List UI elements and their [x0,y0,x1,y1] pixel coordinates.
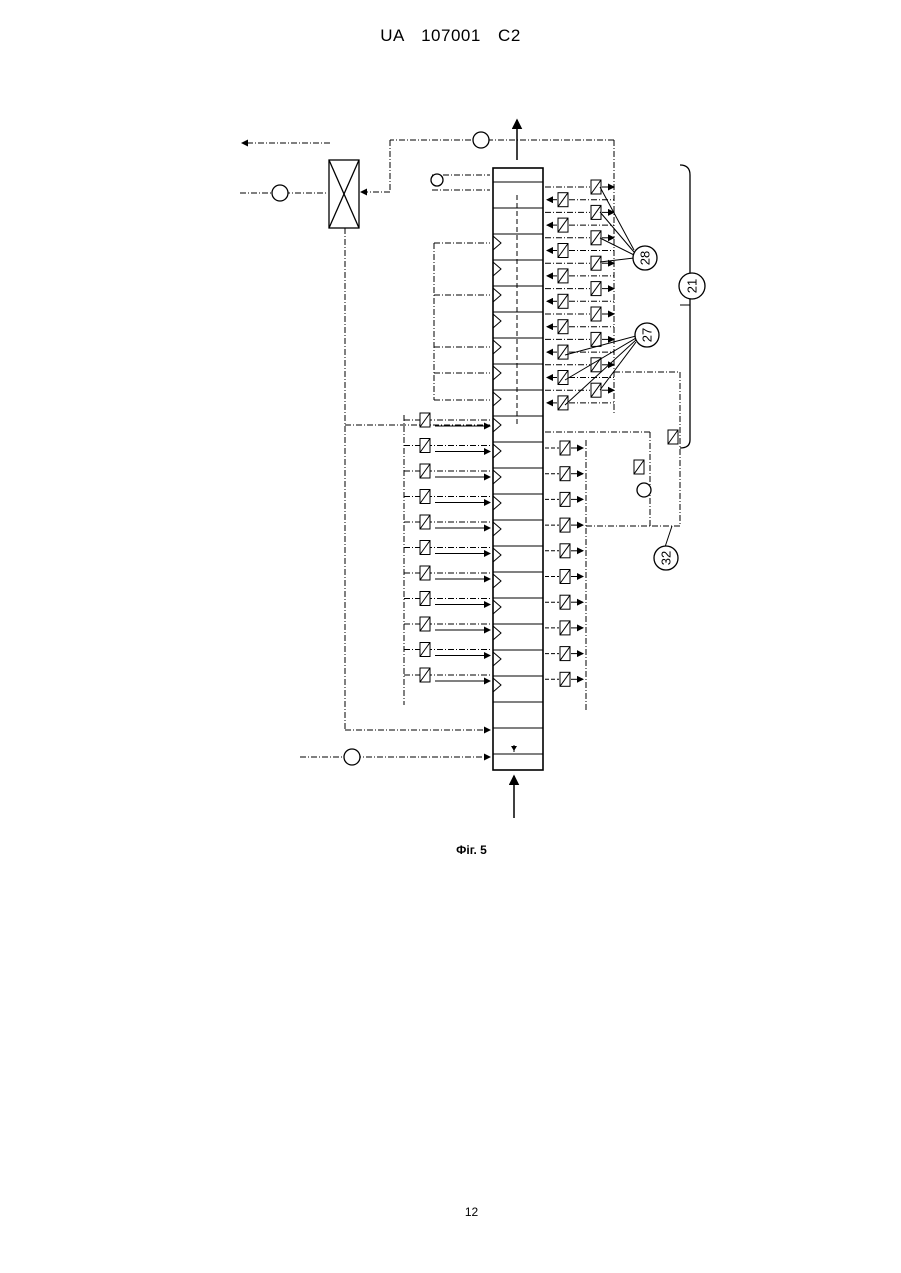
heat-exchanger [329,160,359,228]
callout-27: 27 [565,323,659,405]
page-number: 12 [0,1205,901,1219]
bracket-21 [680,165,690,448]
callout-28-label: 28 [638,251,653,265]
left-feed-lines [404,420,490,681]
callout-21: 21 [679,273,705,305]
callout-28: 28 [600,187,657,270]
callout-32-label: 32 [659,551,674,565]
top-exhaust-circuit [240,140,680,757]
callout-21-label: 21 [685,279,700,293]
right-feed-lines [545,187,614,679]
callout-27-label: 27 [640,328,655,342]
callout-32: 32 [654,526,678,570]
control-valves [634,430,678,474]
figure-caption: Фіг. 5 [0,843,901,857]
reactor-column [493,120,543,818]
